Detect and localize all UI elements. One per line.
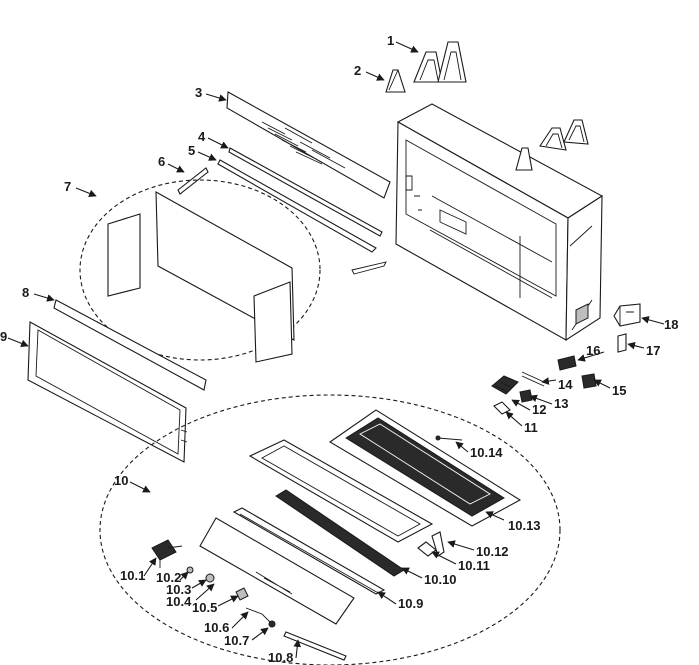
label-5: 5 [188, 143, 195, 158]
label-10-4: 10.4 [166, 594, 192, 609]
burner-tray-part-10-13 [328, 409, 522, 527]
label-10-3: 10.3 [166, 582, 191, 597]
label-9: 9 [0, 329, 7, 344]
label-10-6: 10.6 [204, 620, 229, 635]
label-12: 12 [532, 402, 546, 417]
base-pan-part-10 [199, 517, 355, 625]
label-13: 13 [554, 396, 568, 411]
component-part-16 [557, 355, 577, 371]
label-4: 4 [198, 129, 206, 144]
rail-part-6 [177, 167, 209, 195]
label-2: 2 [354, 63, 361, 78]
label-10-9: 10.9 [398, 596, 423, 611]
burner-group-outline [99, 394, 561, 665]
label-10-11: 10.11 [458, 558, 490, 573]
bracket-part-10-11 [417, 531, 445, 557]
small-parts-10-2-to-10-8 [186, 566, 347, 661]
component-part-12 [491, 375, 519, 395]
label-16: 16 [586, 343, 600, 358]
firebox-main [395, 103, 604, 342]
label-15: 15 [612, 383, 626, 398]
liner-part-7 [107, 191, 295, 363]
bracket-part-1 [413, 41, 467, 83]
component-part-15 [581, 373, 597, 389]
label-10: 10 [114, 473, 128, 488]
label-10-5: 10.5 [192, 600, 217, 615]
label-1: 1 [387, 33, 394, 48]
component-part-17 [617, 333, 627, 353]
label-14: 14 [558, 377, 573, 392]
bracket-part-2 [385, 69, 406, 93]
strip-part-8 [53, 299, 207, 391]
label-10-10: 10.10 [424, 572, 457, 587]
label-18: 18 [664, 317, 678, 332]
plate-part-10-12 [248, 439, 434, 543]
part-labels: 1 2 3 4 5 6 7 8 9 10 11 12 13 14 15 16 1… [0, 33, 678, 665]
component-part-11 [493, 401, 511, 415]
top-panel-part-3 [226, 91, 391, 199]
rail-part-4 [228, 147, 383, 237]
label-10-1: 10.1 [120, 568, 145, 583]
liner-group-outline [79, 179, 321, 361]
label-6: 6 [158, 154, 165, 169]
label-10-8: 10.8 [268, 650, 293, 665]
burner-rail-part-10-9 [232, 507, 386, 595]
pin-part-10-14 [435, 435, 463, 441]
label-11: 11 [524, 420, 538, 435]
label-10-12: 10.12 [476, 544, 509, 559]
label-3: 3 [195, 85, 202, 100]
label-7: 7 [64, 179, 71, 194]
label-10-13: 10.13 [508, 518, 541, 533]
leader-arrows [7, 41, 665, 659]
component-part-14 [521, 371, 545, 387]
label-10-14: 10.14 [470, 445, 503, 460]
front-frame-part-9 [27, 321, 188, 463]
component-part-18 [613, 303, 641, 327]
valve-part-10-1 [151, 539, 183, 568]
label-17: 17 [646, 343, 660, 358]
rail-part-5 [217, 159, 387, 275]
label-10-7: 10.7 [224, 633, 249, 648]
label-8: 8 [22, 285, 29, 300]
label-10-2: 10.2 [156, 570, 181, 585]
